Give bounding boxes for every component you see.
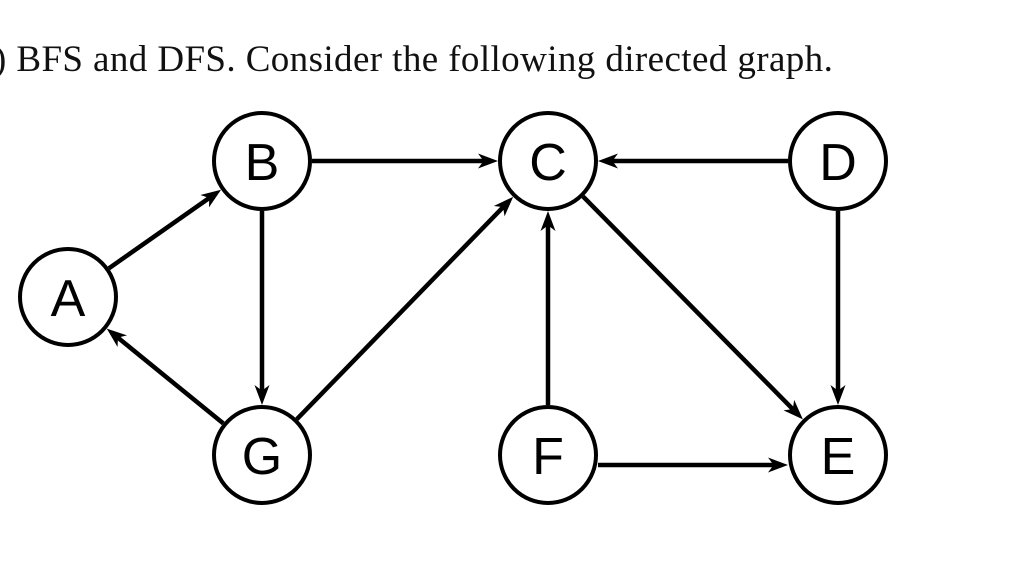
arrowhead-icon [254, 385, 270, 405]
graph-nodes-layer: A B C D E F G [18, 111, 888, 505]
graph-node-g[interactable]: G [212, 405, 312, 505]
node-label-b: B [245, 134, 280, 192]
graph-edge-b-to-g [254, 211, 270, 405]
graph-edge-a-to-b [107, 189, 222, 271]
arrowhead-icon [830, 385, 846, 405]
node-label-c: C [529, 134, 567, 192]
graph-edge-c-to-e [581, 195, 803, 420]
graph-edge-f-to-e [598, 457, 788, 473]
graph-edge-b-to-c [312, 153, 498, 169]
graph-node-a[interactable]: A [18, 247, 118, 347]
node-circle-a[interactable] [18, 247, 118, 347]
graph-node-e[interactable]: E [788, 405, 888, 505]
node-circle-c[interactable] [498, 111, 598, 211]
question-caption: ) BFS and DFS. Consider the following di… [0, 39, 834, 80]
graph-edge-d-to-c [598, 153, 788, 169]
node-label-a: A [51, 270, 86, 328]
arrowhead-icon [540, 211, 556, 231]
arrowhead-icon [200, 189, 222, 208]
arrowhead-icon [598, 153, 618, 169]
arrowhead-icon [783, 399, 803, 420]
node-label-f: F [532, 428, 564, 486]
graph-edge-d-to-e [830, 211, 846, 405]
node-circle-g[interactable] [212, 405, 312, 505]
node-label-d: D [819, 134, 857, 192]
graph-edge-g-to-c [295, 196, 514, 421]
graph-node-f[interactable]: F [498, 405, 598, 505]
node-circle-e[interactable] [788, 405, 888, 505]
node-circle-b[interactable] [212, 111, 312, 211]
arrowhead-icon [768, 457, 788, 473]
graph-node-b[interactable]: B [212, 111, 312, 211]
graph-edge-f-to-c [540, 211, 556, 405]
node-label-g: G [242, 428, 282, 486]
arrowhead-icon [106, 328, 128, 348]
node-circle-f[interactable] [498, 405, 598, 505]
graph-edges-layer [106, 153, 846, 473]
graph-edge-g-to-a [106, 328, 225, 426]
arrowhead-icon [493, 196, 514, 217]
node-label-e: E [821, 428, 856, 486]
graph-node-d[interactable]: D [788, 111, 888, 211]
node-circle-d[interactable] [788, 111, 888, 211]
arrowhead-icon [478, 153, 498, 169]
graph-node-c[interactable]: C [498, 111, 598, 211]
